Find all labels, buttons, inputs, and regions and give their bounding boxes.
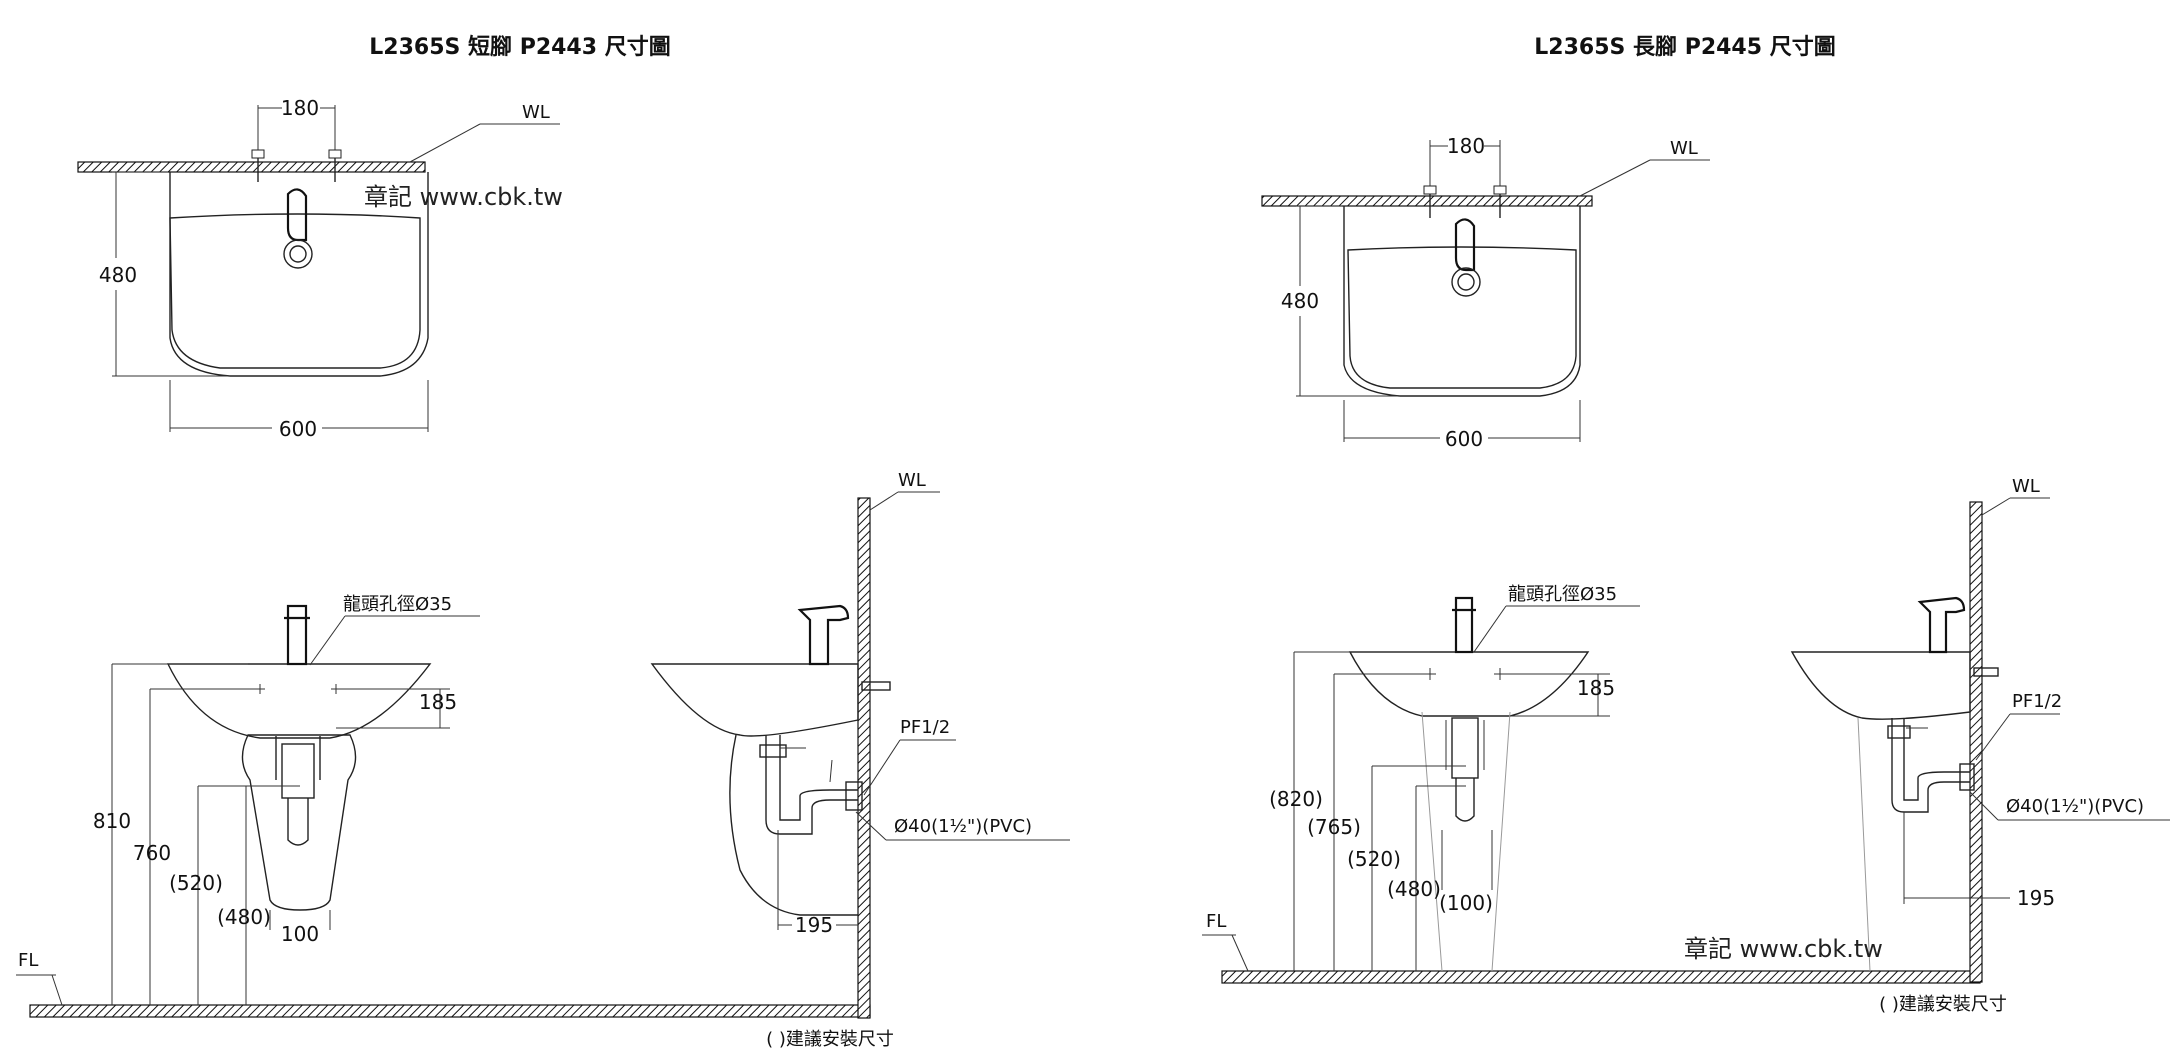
dim-185: 185 (419, 690, 457, 714)
floor-hatch (1221, 970, 1981, 984)
dim-depth: 480 (1281, 289, 1319, 313)
floor-hatch (29, 1004, 871, 1018)
dim-width: 600 (1445, 427, 1483, 451)
side-wall-label: WL (2012, 476, 2040, 497)
dim-100: (100) (1439, 891, 1493, 915)
right-note: ( )建議安裝尺寸 (1879, 994, 2007, 1015)
dim-480: (480) (217, 905, 271, 929)
dim-765: (765) (1307, 815, 1361, 839)
right-title: L2365S 長腳 P2445 尺寸圖 (1534, 35, 1835, 60)
wall-hatch (1261, 195, 1593, 207)
left-title: L2365S 短腳 P2443 尺寸圖 (369, 35, 670, 60)
watermark: 章記 www.cbk.tw (364, 183, 563, 211)
dim-195: 195 (795, 913, 833, 937)
dim-100: 100 (281, 922, 319, 946)
pf-label: PF1/2 (900, 717, 950, 738)
side-wall-hatch (857, 497, 871, 1019)
right-front-view: FL 龍頭孔徑Ø35 (820) (765) (520) (480) (100) (1202, 584, 1981, 984)
faucet-hole-label: 龍頭孔徑Ø35 (343, 594, 452, 615)
pf-label: PF1/2 (2012, 691, 2062, 712)
dim-810: 810 (93, 809, 131, 833)
left-side-view: WL PF1/2 Ø40(1½")(PVC) 195 (650, 470, 1070, 1019)
dim-520: (520) (1347, 847, 1401, 871)
floor-label: FL (1206, 911, 1226, 932)
dim-depth: 480 (99, 263, 137, 287)
dim-820: (820) (1269, 787, 1323, 811)
faucet-hole-label: 龍頭孔徑Ø35 (1508, 584, 1617, 605)
left-front-view: FL 龍頭孔徑Ø35 810 760 (520) (480) 100 18 (16, 594, 871, 1018)
left-top-view: WL 180 章記 www.cbk.tw 480 600 (77, 96, 563, 441)
left-note: ( )建議安裝尺寸 (766, 1029, 894, 1050)
dim-195: 195 (2017, 886, 2055, 910)
pipe-label: Ø40(1½")(PVC) (894, 816, 1032, 837)
dim-760: 760 (133, 841, 171, 865)
dim-width: 600 (279, 417, 317, 441)
side-wall-label: WL (898, 470, 926, 491)
right-top-view: WL 180 480 600 (1261, 134, 1710, 451)
dim-480: (480) (1387, 877, 1441, 901)
dim-520: (520) (169, 871, 223, 895)
right-side-view: WL PF1/2 Ø40(1½")(PVC) 195 (1790, 476, 2170, 983)
watermark: 章記 www.cbk.tw (1684, 935, 1883, 963)
floor-label: FL (18, 950, 38, 971)
side-wall-hatch (1969, 501, 1983, 983)
wall-label: WL (1670, 138, 1698, 159)
dim-tap-spacing: 180 (1447, 134, 1485, 158)
pipe-label: Ø40(1½")(PVC) (2006, 796, 2144, 817)
wall-hatch (77, 161, 426, 173)
wall-label: WL (522, 102, 550, 123)
dim-185: 185 (1577, 676, 1615, 700)
dim-tap-spacing: 180 (281, 96, 319, 120)
